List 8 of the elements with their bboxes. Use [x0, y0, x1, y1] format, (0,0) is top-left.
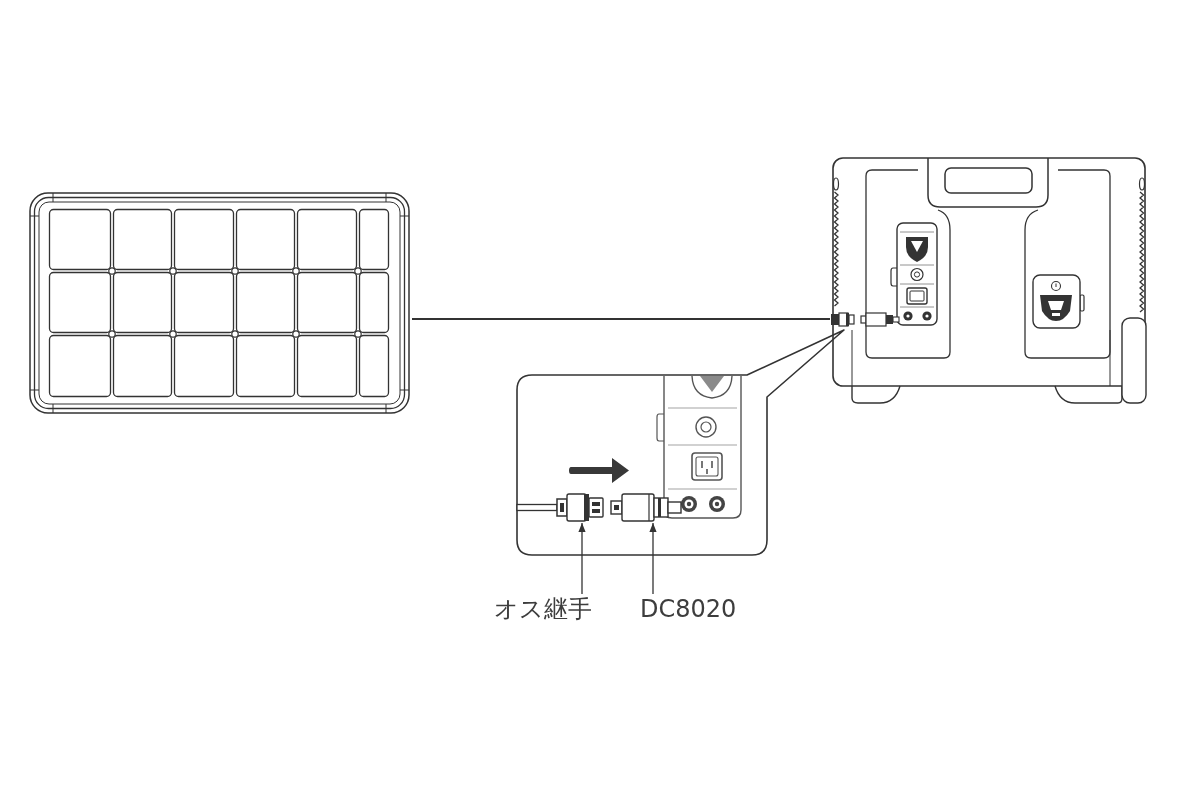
part-label: オス継手	[494, 594, 592, 624]
part-label: DC8020	[640, 594, 737, 624]
leader-line	[649, 522, 657, 595]
leader-line	[578, 522, 586, 595]
callout-bubble	[515, 327, 848, 558]
connector-plug	[609, 491, 683, 523]
connector-plug	[555, 491, 606, 523]
cable	[411, 318, 831, 320]
